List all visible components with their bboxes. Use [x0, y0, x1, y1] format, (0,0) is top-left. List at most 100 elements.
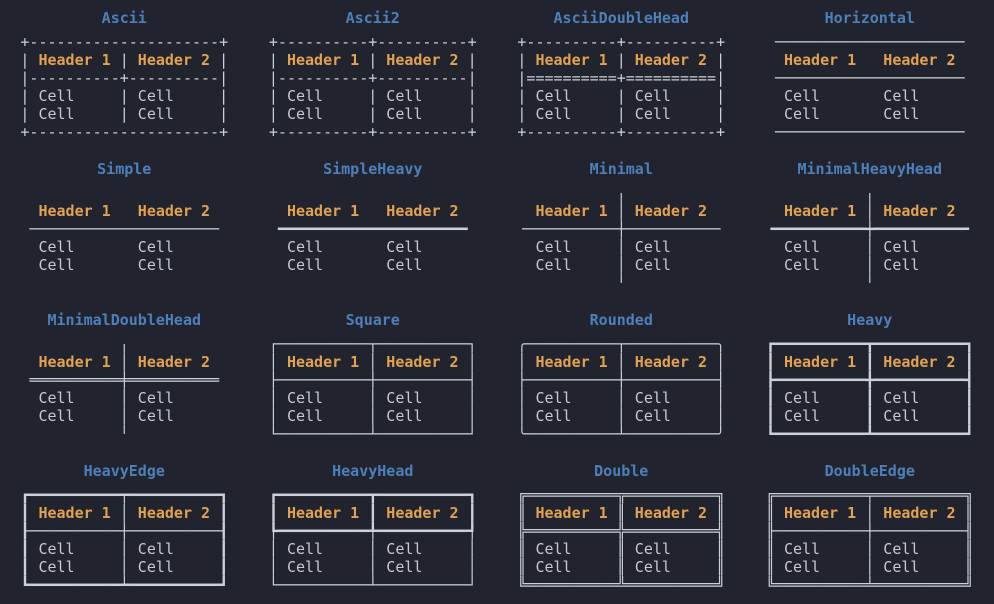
border-glyphs: │	[268, 353, 278, 371]
border-glyphs: ┃	[865, 389, 875, 407]
border-glyphs: |----------+----------|	[20, 69, 229, 87]
table-title: Simple	[97, 160, 152, 178]
border-glyphs: |	[467, 87, 477, 105]
cell-text: Cell	[128, 105, 220, 123]
cell-text: Cell	[774, 238, 866, 256]
border-glyphs: ╚══════════╧══════════╝	[765, 576, 974, 594]
border-glyphs: ║	[716, 504, 726, 522]
border-glyphs	[368, 238, 377, 256]
cell-text: Cell	[625, 256, 717, 274]
border-glyphs	[468, 238, 477, 256]
header-cell-text: Header 2	[874, 202, 965, 220]
cell-text: Cell	[29, 558, 120, 576]
cell-text: Cell	[625, 105, 717, 123]
header-cell-text: Header 2	[128, 353, 220, 371]
border-glyphs: |	[219, 105, 229, 123]
cell-text: Cell	[625, 238, 717, 256]
border-glyphs	[269, 274, 477, 292]
border-glyphs: ║	[964, 540, 974, 558]
border-glyphs: |	[119, 51, 129, 69]
cell-text: Cell	[277, 256, 369, 274]
border-glyphs	[120, 238, 129, 256]
table-title: Horizontal	[824, 9, 915, 27]
cell-text: Cell	[128, 558, 220, 576]
cell-text: Cell	[874, 256, 965, 274]
table-tile-rounded: Rounded╭──────────┬──────────╮ │ Header …	[497, 302, 746, 453]
border-glyphs	[219, 353, 228, 371]
cell-text: Cell	[625, 389, 717, 407]
border-glyphs	[766, 87, 775, 105]
border-glyphs: |	[119, 105, 129, 123]
border-glyphs: ┃	[865, 407, 875, 425]
border-glyphs	[468, 256, 477, 274]
border-glyphs: │	[616, 202, 626, 220]
border-glyphs: ┃	[268, 504, 278, 522]
table-tile-doubleedge: DoubleEdge╔══════════╤══════════╗ ║ Head…	[746, 453, 994, 604]
table-title: SimpleHeavy	[323, 160, 423, 178]
border-glyphs: ┃	[964, 389, 974, 407]
border-glyphs: │	[716, 389, 726, 407]
table-preview: Header 1 Header 2 ━━━━━━━━━━━━━━━━━━━━━ …	[269, 184, 477, 292]
border-glyphs: │	[467, 540, 477, 558]
header-cell-text: Header 1	[526, 51, 617, 69]
border-glyphs: │	[467, 558, 477, 576]
border-glyphs: ┗━━━━━━━━━━┷━━━━━━━━━━┛	[20, 576, 229, 594]
header-cell-text: Header 2	[625, 504, 717, 522]
border-glyphs	[219, 389, 228, 407]
border-glyphs: ┣━━━━━━━━━━╋━━━━━━━━━━┫	[765, 371, 974, 389]
border-glyphs: │	[865, 238, 875, 256]
cell-text: Cell	[774, 389, 866, 407]
header-cell-text: Header 2	[128, 202, 220, 220]
border-glyphs: │	[119, 389, 129, 407]
border-glyphs: |	[368, 105, 378, 123]
border-glyphs	[865, 105, 874, 123]
table-tile-ascii: Ascii+---------------------+ | Header 1 …	[0, 0, 249, 151]
cell-text: Cell	[774, 105, 866, 123]
table-tile-heavyedge: HeavyEdge┏━━━━━━━━━━┯━━━━━━━━━━┓ ┃ Heade…	[0, 453, 249, 604]
border-glyphs: ┃	[865, 353, 875, 371]
cell-text: Cell	[128, 407, 220, 425]
header-cell-text: Header 1	[29, 504, 120, 522]
border-glyphs: ╷	[865, 184, 875, 202]
cell-text: Cell	[526, 87, 617, 105]
table-preview: ╭──────────┬──────────╮ │ Header 1 │ Hea…	[517, 335, 725, 443]
table-preview: Header 1 Header 2 ───────────────────── …	[20, 184, 228, 292]
header-cell-text: Header 2	[874, 51, 965, 69]
border-glyphs: ┃	[219, 504, 229, 522]
header-cell-text: Header 2	[625, 353, 717, 371]
border-glyphs: │	[268, 389, 278, 407]
cell-text: Cell	[874, 87, 965, 105]
header-cell-text: Header 2	[625, 51, 717, 69]
border-glyphs	[965, 202, 974, 220]
border-glyphs: │	[517, 389, 527, 407]
table-title: AsciiDoubleHead	[553, 9, 689, 27]
border-glyphs: ║	[517, 540, 527, 558]
header-cell-text: Header 1	[277, 51, 369, 69]
cell-text: Cell	[526, 558, 617, 576]
border-glyphs	[865, 87, 874, 105]
border-glyphs	[269, 256, 278, 274]
border-glyphs	[219, 238, 228, 256]
border-glyphs: ┌──────────┬──────────┐	[268, 335, 477, 353]
border-glyphs: ━━━━━━━━━━━━━━━━━━━━━	[277, 220, 468, 238]
border-glyphs	[368, 256, 377, 274]
border-glyphs: │	[368, 389, 378, 407]
header-cell-text: Header 2	[377, 353, 468, 371]
border-glyphs	[468, 202, 477, 220]
table-preview: ╔══════════╦══════════╗ ║ Header 1 ║ Hea…	[517, 486, 725, 594]
table-title: Heavy	[847, 311, 893, 329]
border-glyphs: |	[517, 87, 527, 105]
border-glyphs: ║	[716, 558, 726, 576]
cell-text: Cell	[277, 407, 369, 425]
cell-text: Cell	[774, 407, 866, 425]
border-glyphs: ║	[716, 540, 726, 558]
border-glyphs: ┃	[219, 540, 229, 558]
cell-text: Cell	[874, 389, 965, 407]
border-glyphs	[269, 202, 278, 220]
border-glyphs: |	[716, 87, 726, 105]
table-tile-asciidoublehead: AsciiDoubleHead+----------+----------+ |…	[497, 0, 746, 151]
border-glyphs	[766, 238, 775, 256]
cell-text: Cell	[526, 407, 617, 425]
border-glyphs: │	[268, 540, 278, 558]
table-title: Double	[594, 462, 649, 480]
